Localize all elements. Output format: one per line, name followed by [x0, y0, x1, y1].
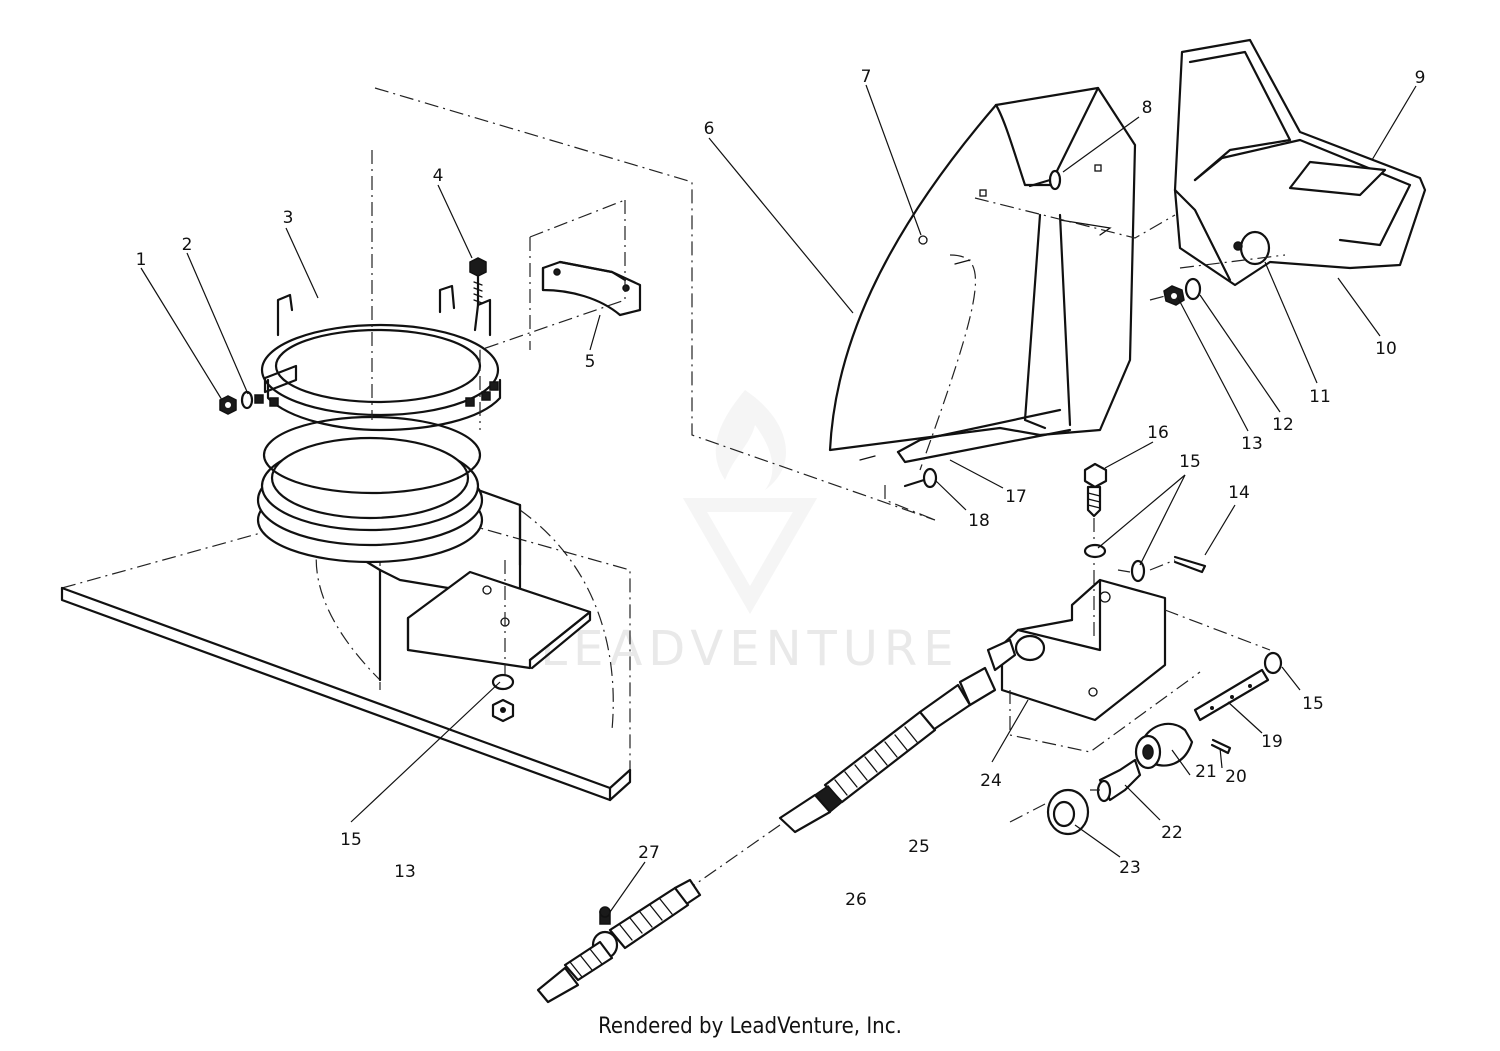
callout-7: 7: [861, 67, 872, 87]
callout-1: 1: [136, 250, 147, 270]
callout-20: 20: [1225, 767, 1247, 787]
watermark-text: LEADVENTURE: [540, 621, 959, 677]
set-screw-27: [599, 906, 611, 925]
chute-deflector-10: [1173, 38, 1427, 287]
washer-15a: [1083, 543, 1107, 559]
bracket-plate: [406, 560, 592, 690]
callout-26: 26: [845, 890, 867, 910]
callout-2: 2: [182, 235, 193, 255]
callout-17: 17: [1005, 487, 1027, 507]
callout-27: 27: [638, 843, 660, 863]
locknut-13: [1163, 285, 1185, 306]
nut-13-left: [491, 698, 515, 723]
watermark-logo: [682, 390, 818, 614]
callout-14: 14: [1228, 483, 1250, 503]
render-credit: Rendered by LeadVenture, Inc.: [598, 1014, 902, 1039]
callout-5: 5: [585, 352, 596, 372]
callout-18: 18: [968, 511, 990, 531]
callout-9: 9: [1415, 68, 1426, 88]
washer-2: [240, 390, 254, 410]
leader-lines: [140, 84, 1417, 913]
washer-15b: [1130, 559, 1146, 583]
callout-12: 12: [1272, 415, 1294, 435]
bolt-16: [1083, 462, 1108, 518]
callout-13: 13: [1241, 434, 1263, 454]
callout-19: 19: [1261, 732, 1283, 752]
callout-23: 23: [1119, 858, 1141, 878]
cable-25: [778, 638, 1017, 834]
shaft-19: [1193, 668, 1270, 722]
lock-washer-15: [491, 673, 515, 691]
callout-22: 22: [1161, 823, 1183, 843]
callout-15-left: 15: [340, 830, 362, 850]
chute-6: [828, 86, 1137, 471]
cotter-pin-14: [1173, 555, 1207, 574]
callout-21: 21: [1195, 762, 1217, 782]
callout-15-top: 15: [1179, 452, 1201, 472]
washer-11: [1233, 230, 1271, 266]
callout-16: 16: [1147, 423, 1169, 443]
locknut-1: [219, 395, 237, 415]
pin-20: [1210, 738, 1232, 755]
callout-10: 10: [1375, 339, 1397, 359]
bolt-4: [469, 257, 487, 307]
callout-24: 24: [980, 771, 1002, 791]
washer-15c: [1263, 651, 1283, 675]
nut-23: [1046, 788, 1090, 836]
bolt-8: [1028, 169, 1062, 191]
ferrule-22: [1096, 758, 1142, 803]
callout-8: 8: [1142, 98, 1153, 118]
callout-6: 6: [704, 119, 715, 139]
bolt-18: [903, 467, 938, 489]
chute-guide-5: [541, 260, 642, 317]
callout-3: 3: [283, 208, 294, 228]
callout-13-left: 13: [394, 862, 416, 882]
chute-flange-ring: [254, 284, 502, 432]
chute-ring-base: [256, 436, 484, 564]
washer-12: [1184, 277, 1202, 301]
callout-25: 25: [908, 837, 930, 857]
cable-end-26: [536, 878, 702, 1004]
callout-11: 11: [1309, 387, 1331, 407]
callout-labels: 1 2 3 4 5 6 7 8 9 10 11 12 13 14 15 15 1…: [136, 67, 1426, 910]
callout-15-right: 15: [1302, 694, 1324, 714]
coupler-21: [1134, 722, 1194, 770]
callout-4: 4: [433, 166, 444, 186]
control-bracket-24: [1000, 578, 1167, 722]
